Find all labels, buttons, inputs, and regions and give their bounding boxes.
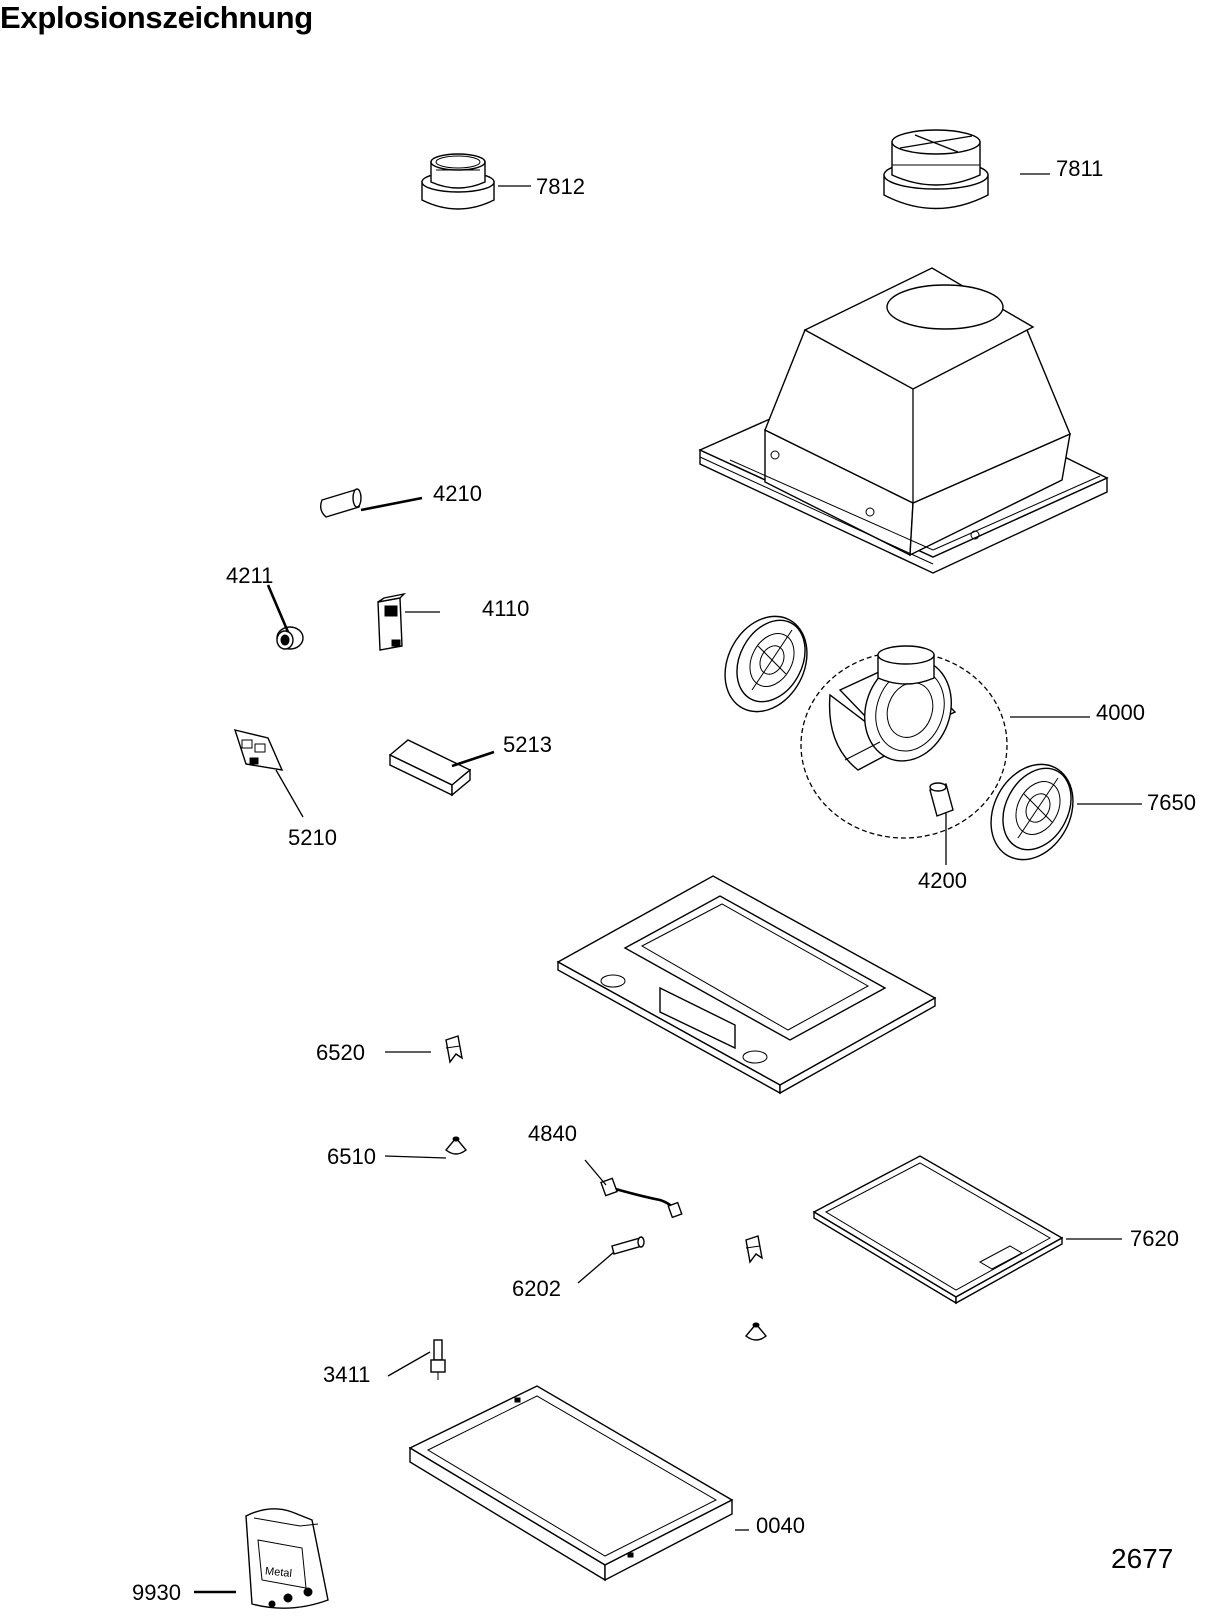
label-9930: 9930 (132, 1580, 181, 1605)
label-0040: 0040 (756, 1513, 805, 1538)
part-hood-body (698, 267, 1109, 574)
part-7811-non-return-flap (883, 129, 989, 210)
part-6202-connector (611, 1236, 645, 1255)
diagram-title: Explosionszeichnung (0, 0, 313, 35)
part-cone-second (745, 1322, 767, 1341)
label-3411: 3411 (323, 1362, 370, 1387)
label-4200: 4200 (918, 868, 967, 893)
label-5210: 5210 (288, 825, 337, 850)
part-4210-capacitor (319, 488, 362, 518)
label-4000: 4000 (1096, 700, 1145, 725)
label-4211: 4211 (226, 563, 273, 588)
part-7650-carbon-filter-right (990, 763, 1074, 861)
part-4840-cable (600, 1177, 683, 1219)
label-7811: 7811 (1056, 156, 1103, 181)
part-7812-duct-collar (421, 153, 495, 210)
part-4211-grommet (276, 626, 304, 650)
label-4840: 4840 (528, 1121, 577, 1146)
label-4110: 4110 (482, 596, 529, 621)
part-bracket-second (745, 1235, 763, 1264)
part-5210-control-board (233, 729, 284, 771)
label-6202: 6202 (512, 1276, 561, 1301)
part-3411-lamp (430, 1339, 446, 1380)
part-9930-screw-bag: Metal (245, 1508, 329, 1609)
leader-lines (194, 173, 1142, 1594)
label-7620: 7620 (1130, 1226, 1179, 1251)
part-4200-capacitor (929, 782, 954, 817)
label-5213: 5213 (503, 732, 552, 757)
bag-label: Metal (264, 1565, 292, 1580)
part-0040-panel (408, 1385, 734, 1582)
part-4110-switch (377, 592, 407, 651)
part-6510-cone (445, 1136, 467, 1155)
label-4210: 4210 (433, 481, 482, 506)
part-4000-motor-assembly (800, 645, 1008, 839)
part-5213-cover (388, 739, 472, 797)
part-bottom-frame (556, 875, 937, 1095)
label-6510: 6510 (327, 1144, 376, 1169)
part-7620-grease-filter (812, 1155, 1064, 1305)
document-number: 2677 (1111, 1543, 1174, 1574)
label-6520: 6520 (316, 1040, 365, 1065)
part-labels: 7812 7811 4210 4211 4110 5213 5210 4000 … (132, 156, 1196, 1605)
part-7650-carbon-filter-left (724, 615, 808, 713)
label-7812: 7812 (536, 174, 585, 199)
part-6520-bracket (445, 1035, 463, 1064)
label-7650: 7650 (1147, 790, 1196, 815)
